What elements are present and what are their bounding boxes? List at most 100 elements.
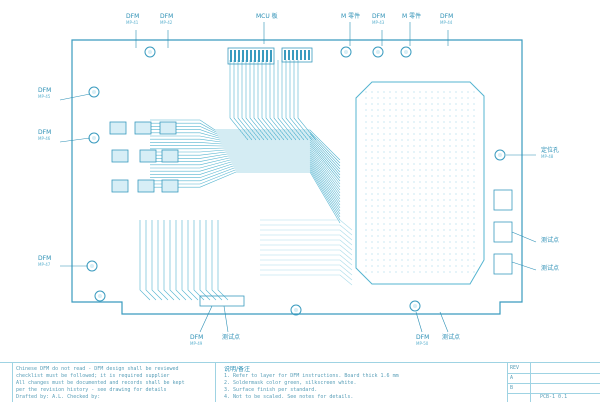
pour-dot xyxy=(449,223,451,225)
pour-dot xyxy=(419,235,421,237)
pour-dot xyxy=(425,259,427,261)
pour-dot xyxy=(389,91,391,93)
pour-dot xyxy=(473,205,475,207)
pour-dot xyxy=(437,175,439,177)
pour-dot xyxy=(467,181,469,183)
pour-dot xyxy=(455,151,457,153)
ic-package xyxy=(109,121,127,135)
pour-dot xyxy=(473,193,475,195)
vertical-trace xyxy=(293,60,313,141)
pour-dot xyxy=(413,109,415,111)
pour-dot xyxy=(467,217,469,219)
pour-dot xyxy=(431,205,433,207)
pour-dot xyxy=(413,169,415,171)
pour-dot xyxy=(395,115,397,117)
pour-dot xyxy=(383,199,385,201)
pour-dot xyxy=(395,127,397,129)
pour-dot xyxy=(371,145,373,147)
pour-dot xyxy=(425,127,427,129)
pour-dot xyxy=(419,223,421,225)
header-pin xyxy=(296,50,298,60)
header-pin xyxy=(304,50,306,60)
pour-dot xyxy=(401,139,403,141)
pour-dot xyxy=(419,175,421,177)
pour-dot xyxy=(371,151,373,153)
leader-line xyxy=(59,137,91,143)
lower-trace xyxy=(151,220,163,301)
pour-dot xyxy=(419,139,421,141)
pour-dot xyxy=(449,127,451,129)
pour-dot xyxy=(401,241,403,243)
pour-dot xyxy=(467,271,469,273)
pour-dot xyxy=(425,175,427,177)
pour-dot xyxy=(383,265,385,267)
pour-dot xyxy=(383,205,385,207)
pour-dot xyxy=(419,157,421,159)
pour-dot xyxy=(455,139,457,141)
pour-dot xyxy=(419,205,421,207)
pour-dot xyxy=(383,97,385,99)
pour-dot xyxy=(401,169,403,171)
pour-dot xyxy=(437,199,439,201)
pour-dot xyxy=(389,217,391,219)
pour-dot xyxy=(419,109,421,111)
pour-dot xyxy=(365,193,367,195)
lower-trace xyxy=(211,220,223,301)
pour-dot xyxy=(443,247,445,249)
pour-dot xyxy=(443,91,445,93)
pour-dot xyxy=(371,241,373,243)
pour-dot xyxy=(365,187,367,189)
pour-dot xyxy=(443,145,445,147)
pour-dot xyxy=(395,151,397,153)
pour-dot xyxy=(425,109,427,111)
header-pin xyxy=(266,50,268,62)
pour-dot xyxy=(467,109,469,111)
pour-dot xyxy=(431,157,433,159)
pour-dot xyxy=(461,265,463,267)
pour-dot xyxy=(377,127,379,129)
pour-dot xyxy=(365,175,367,177)
pour-dot xyxy=(365,163,367,165)
pour-dot xyxy=(395,247,397,249)
pour-dot xyxy=(443,253,445,255)
side-connector xyxy=(493,221,513,243)
pour-dot xyxy=(413,139,415,141)
pour-dot xyxy=(377,193,379,195)
vertical-trace xyxy=(241,60,261,141)
pour-dot xyxy=(473,121,475,123)
pour-dot xyxy=(395,103,397,105)
pour-dot xyxy=(437,211,439,213)
pour-dot xyxy=(419,145,421,147)
pour-dot xyxy=(365,241,367,243)
pour-dot xyxy=(407,187,409,189)
pour-dot xyxy=(413,181,415,183)
vertical-trace xyxy=(265,60,285,141)
header-pin xyxy=(300,50,302,60)
pour-dot xyxy=(401,121,403,123)
pour-dot xyxy=(467,145,469,147)
pour-dot xyxy=(377,229,379,231)
pour-dot xyxy=(437,247,439,249)
pour-dot xyxy=(443,127,445,129)
pour-dot xyxy=(443,175,445,177)
pour-dot xyxy=(449,109,451,111)
pour-dot xyxy=(377,91,379,93)
pour-dot xyxy=(461,163,463,165)
pour-dot xyxy=(425,97,427,99)
pour-dot xyxy=(419,133,421,135)
pour-dot xyxy=(377,181,379,183)
pour-dot xyxy=(449,259,451,261)
pour-dot xyxy=(437,157,439,159)
lower-bus-trace xyxy=(260,254,353,266)
pour-dot xyxy=(383,193,385,195)
pour-dot xyxy=(407,271,409,273)
ic-package xyxy=(111,149,129,163)
pour-dot xyxy=(395,223,397,225)
pour-dot xyxy=(461,217,463,219)
lower-bus-trace xyxy=(260,264,353,276)
pour-dot xyxy=(377,109,379,111)
pour-dot xyxy=(407,97,409,99)
pour-dot xyxy=(407,163,409,165)
